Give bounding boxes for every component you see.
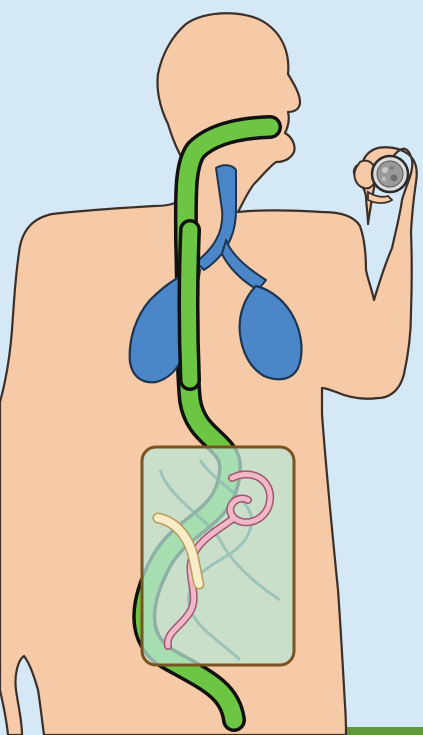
fingers (368, 192, 392, 203)
esophagus-front (189, 230, 191, 380)
parasite-egg-icon (372, 156, 408, 192)
